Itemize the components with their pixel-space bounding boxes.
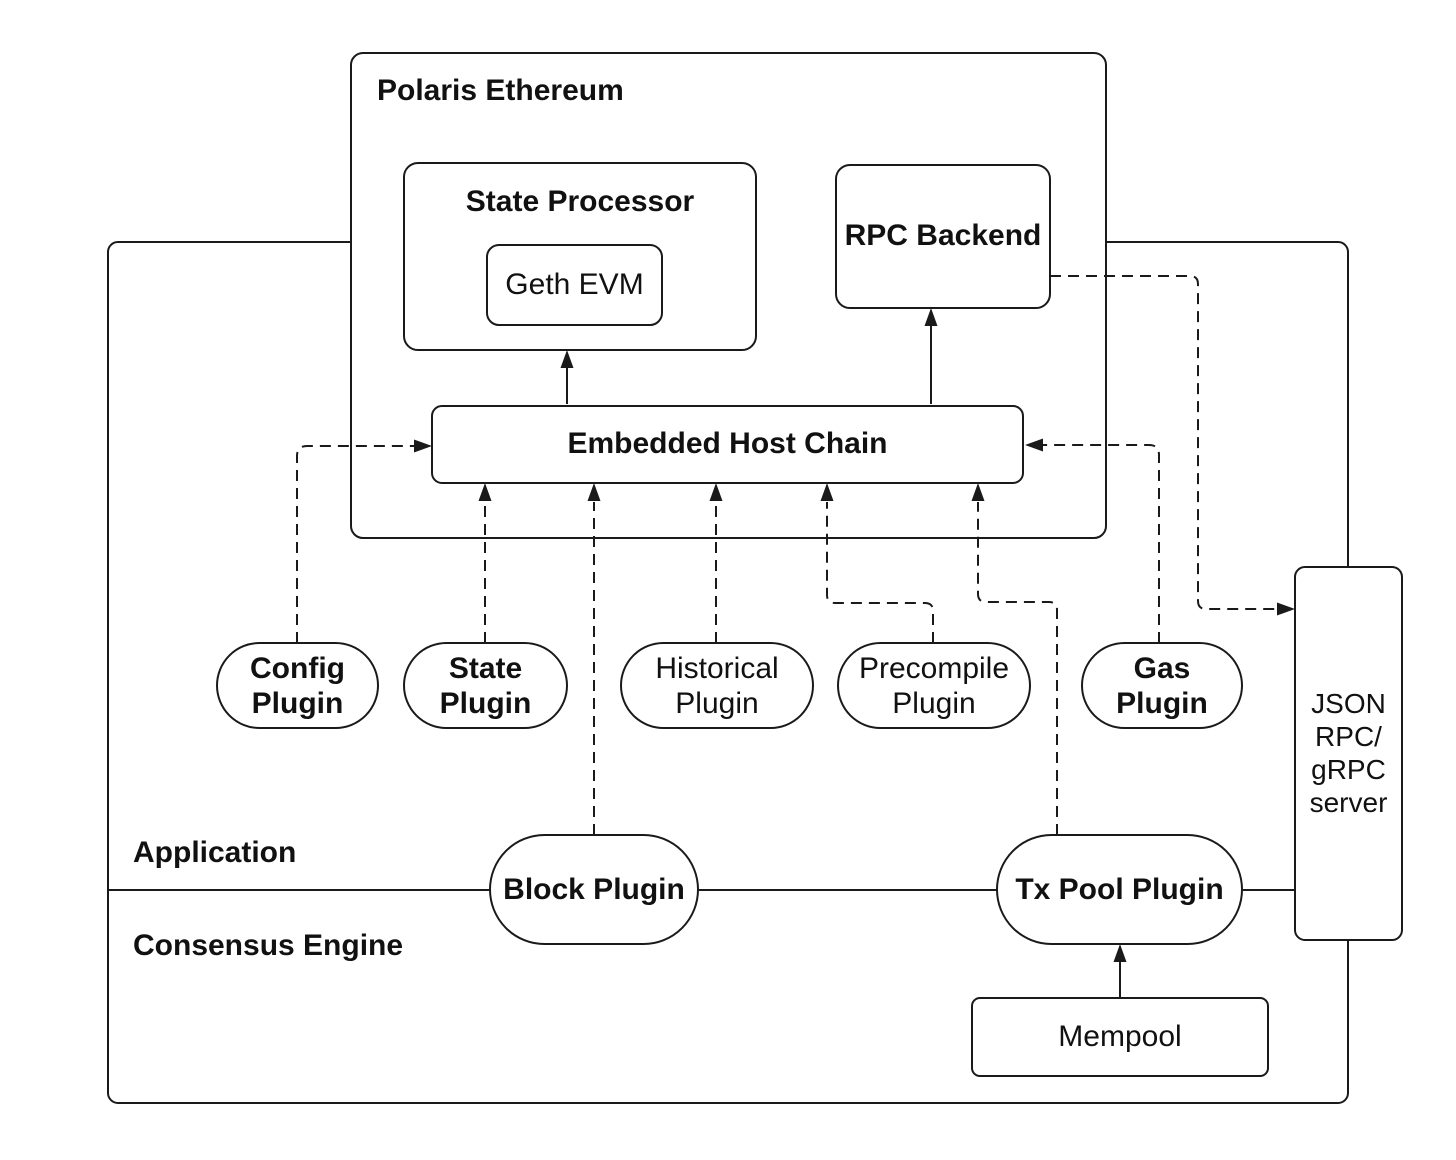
dashed-rpc-backend-to-json-server-line: [1050, 275, 1277, 610]
tx-pool-plugin-pill: [996, 834, 1243, 945]
precompile-plugin-pill: [837, 642, 1031, 729]
arrowhead-block-to-chain: [587, 483, 601, 501]
arrowhead-tx-pool-to-chain: [971, 483, 985, 501]
block-plugin-pill: [489, 834, 699, 945]
mempool-box: [971, 997, 1269, 1077]
rpc-backend-box: [835, 164, 1051, 309]
arrowhead-gas-to-chain: [1025, 438, 1043, 452]
embedded-host-chain-box: [431, 405, 1024, 484]
arrowhead-config-to-chain: [414, 439, 432, 453]
gas-plugin-pill: [1081, 642, 1243, 729]
config-plugin-pill: [216, 642, 379, 729]
historical-plugin-pill: [620, 642, 814, 729]
arrow-chain-to-rpc-backend: [924, 308, 938, 404]
dashed-config-to-chain-line: [296, 445, 414, 643]
arrow-chain-to-state-processor: [560, 350, 574, 404]
arrow-mempool-to-tx-pool: [1113, 944, 1127, 997]
dashed-gas-to-chain-line: [1043, 444, 1160, 643]
state-plugin-pill: [403, 642, 568, 729]
dashed-tx-pool-to-chain-line: [977, 502, 1058, 835]
arrowhead-historical-to-chain: [709, 483, 723, 501]
arrowhead-rpc-to-json-server: [1277, 602, 1295, 616]
json-rpc-grpc-server-box: [1294, 566, 1403, 941]
arrowhead-state-to-chain: [478, 483, 492, 501]
dashed-precompile-to-chain-line: [826, 502, 934, 643]
arrowhead-precompile-to-chain: [820, 483, 834, 501]
geth-evm-box: [486, 244, 663, 326]
